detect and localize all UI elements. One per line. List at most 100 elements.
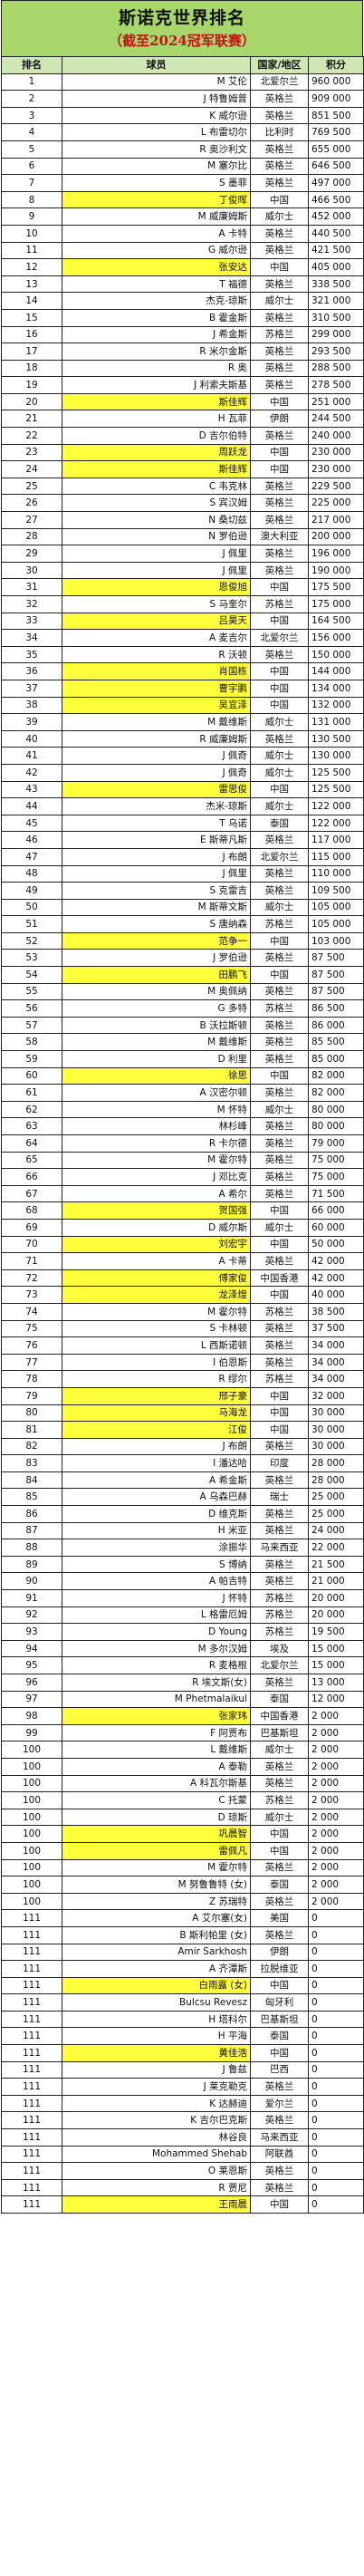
rank-cell: 63 — [1, 1117, 62, 1135]
player-name-cell: M 戴维斯 — [62, 713, 251, 731]
points-cell: 134 000 — [308, 679, 364, 698]
points-cell: 60 000 — [308, 1218, 364, 1237]
player-name-cell: Z 苏瑞特 — [62, 1892, 251, 1911]
player-name-cell: S 宾汉姆 — [62, 494, 251, 513]
rank-cell: 111 — [1, 2060, 62, 2079]
player-name-cell: L 格雷厄姆 — [62, 1606, 251, 1625]
player-name-cell: 杰克-琼斯 — [62, 292, 251, 310]
player-name-cell: K 达赫迪 — [62, 2094, 251, 2113]
points-cell: 497 000 — [308, 174, 364, 192]
points-cell: 86 500 — [308, 999, 364, 1018]
points-cell: 2 000 — [308, 1757, 364, 1776]
points-cell: 440 500 — [308, 224, 364, 243]
player-name-cell: 范争一 — [62, 931, 251, 950]
points-cell: 131 000 — [308, 713, 364, 731]
country-cell: 英格兰 — [250, 90, 309, 108]
country-cell: 英格兰 — [250, 106, 309, 125]
rank-cell: 2 — [1, 90, 62, 108]
rank-cell: 1 — [1, 72, 62, 92]
player-name-cell: 徐思 — [62, 1066, 251, 1085]
country-cell: 阿联酋 — [250, 2145, 309, 2164]
points-cell: 28 000 — [308, 1471, 364, 1490]
points-cell: 321 000 — [308, 292, 364, 310]
country-cell: 英格兰 — [250, 1437, 309, 1456]
rank-cell: 89 — [1, 1555, 62, 1574]
country-cell: 威尔士 — [250, 1741, 309, 1759]
rank-cell: 100 — [1, 1858, 62, 1877]
player-name-cell: 黄佳浩 — [62, 2044, 251, 2062]
rank-cell: 70 — [1, 1235, 62, 1254]
player-name-cell: N 罗伯逊 — [62, 527, 251, 546]
player-name-cell: E 斯蒂凡斯 — [62, 831, 251, 849]
points-cell: 0 — [308, 2195, 364, 2214]
player-name-cell: 王雨晨 — [62, 2195, 251, 2214]
player-name-cell: Bulcsu Revesz — [62, 1993, 251, 2012]
rank-cell: 79 — [1, 1386, 62, 1405]
country-cell: 英格兰 — [250, 729, 309, 748]
country-cell: 英格兰 — [250, 2178, 309, 2197]
player-name-cell: A 乌森巴赫 — [62, 1488, 251, 1507]
rank-cell: 55 — [1, 982, 62, 1001]
rank-cell: 42 — [1, 763, 62, 782]
country-cell: 中国 — [250, 1066, 309, 1085]
country-cell: 威尔士 — [250, 292, 309, 310]
rank-cell: 100 — [1, 1808, 62, 1827]
country-cell: 英格兰 — [250, 1252, 309, 1270]
rank-cell: 51 — [1, 915, 62, 933]
rank-cell: 85 — [1, 1488, 62, 1507]
country-cell: 英格兰 — [250, 1925, 309, 1944]
points-cell: 175 500 — [308, 578, 364, 596]
country-cell: 埃及 — [250, 1639, 309, 1658]
country-cell: 苏格兰 — [250, 915, 309, 933]
country-cell: 英格兰 — [250, 831, 309, 849]
country-cell: 中国 — [250, 1386, 309, 1405]
country-cell: 中国 — [250, 1286, 309, 1304]
rank-cell: 90 — [1, 1572, 62, 1591]
points-cell: 122 000 — [308, 797, 364, 815]
player-name-cell: J 罗伯逊 — [62, 949, 251, 968]
player-name-cell: 林杉峰 — [62, 1117, 251, 1135]
country-cell: 威尔士 — [250, 747, 309, 765]
rank-cell: 39 — [1, 713, 62, 731]
points-cell: 251 000 — [308, 392, 364, 411]
player-name-cell: J 莱克勒克 — [62, 2078, 251, 2096]
rank-cell: 40 — [1, 729, 62, 748]
player-name-cell: L 布雷切尔 — [62, 123, 251, 141]
rank-cell: 19 — [1, 376, 62, 394]
points-cell: 2 000 — [308, 1741, 364, 1759]
points-cell: 13 000 — [308, 1674, 364, 1692]
player-name-cell: D Young — [62, 1623, 251, 1641]
player-name-cell: 龙泽煌 — [62, 1286, 251, 1304]
player-name-cell: R 卡尔德 — [62, 1134, 251, 1153]
points-cell: 130 500 — [308, 729, 364, 748]
points-cell: 0 — [308, 1976, 364, 1995]
rank-cell: 80 — [1, 1404, 62, 1423]
rank-cell: 111 — [1, 2010, 62, 2029]
country-cell: 威尔士 — [250, 763, 309, 782]
country-cell: 英格兰 — [250, 140, 309, 159]
country-cell: 英格兰 — [250, 882, 309, 900]
player-name-cell: Mohammed Shehab — [62, 2145, 251, 2164]
rank-cell: 10 — [1, 224, 62, 243]
